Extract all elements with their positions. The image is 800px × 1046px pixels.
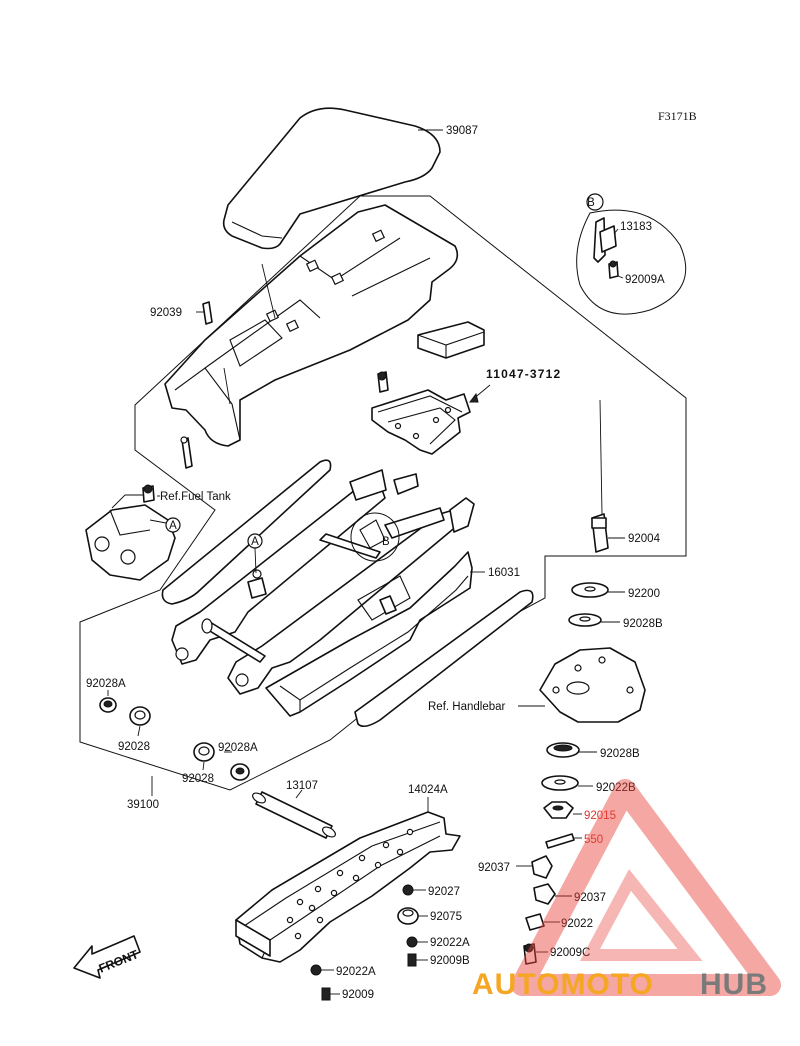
watermark-logo — [511, 779, 781, 996]
label-ref-fuel-tank: Ref.Fuel Tank — [160, 491, 231, 503]
label-92022: 92022 — [561, 918, 593, 930]
bolt-92009 — [321, 987, 340, 1001]
seat-39087 — [222, 107, 443, 250]
figure-code: F3171B — [658, 109, 697, 123]
watermark-text-hub: HUB — [700, 968, 768, 1001]
label-92004: 92004 — [628, 533, 661, 545]
pipe-13107 — [252, 789, 336, 839]
bolt-92009B — [407, 953, 428, 967]
nut-92015 — [543, 801, 582, 819]
label-92075: 92075 — [430, 911, 462, 923]
callout-a-2: A — [251, 536, 259, 548]
label-92022A-1: 92022A — [430, 937, 470, 949]
label-92009B: 92009B — [430, 955, 470, 967]
tray-11047-3712 — [371, 321, 491, 455]
label-92015: 92015 — [584, 810, 616, 822]
washer-92022A-2 — [310, 964, 334, 976]
callout-b-inset: B — [587, 197, 595, 209]
label-550: 550 — [584, 834, 603, 846]
label-39100: 39100 — [127, 799, 159, 811]
label-92039: 92039 — [150, 307, 182, 319]
nut-92027 — [402, 884, 426, 896]
label-92028B-1: 92028B — [623, 618, 663, 630]
label-92028B-2: 92028B — [600, 748, 640, 760]
bushing-92028A-left — [99, 690, 117, 713]
label-11047-3712: 11047-3712 — [486, 367, 561, 381]
bolt-92004 — [591, 399, 625, 553]
label-92027: 92027 — [428, 886, 460, 898]
label-92028-1: 92028 — [118, 741, 150, 753]
washer-92022A-1 — [406, 936, 428, 948]
collar-92028B-2 — [546, 742, 597, 758]
bushing-92028-right — [193, 742, 215, 771]
front-arrow: FRONT — [73, 935, 141, 979]
frame-39100 — [171, 469, 475, 695]
clamp-92037-2 — [533, 883, 572, 905]
washer-92200 — [571, 582, 625, 598]
rivet-92039 — [196, 301, 213, 325]
bolt-92009C — [523, 943, 548, 965]
bushing-92028A-right — [224, 751, 250, 781]
rear-fender — [164, 204, 459, 447]
rivet-lower — [180, 436, 193, 469]
label-92037-1: 92037 — [478, 862, 510, 874]
fuel-tank-bracket — [85, 484, 181, 581]
washer-92022B — [541, 775, 593, 791]
label-92200: 92200 — [628, 588, 660, 600]
handlebar-clamp-plate — [518, 647, 646, 723]
cotter-pin-550 — [545, 833, 582, 849]
bolt-92022 — [525, 913, 560, 931]
label-92009A-top: 92009A — [625, 274, 665, 286]
label-92009C: 92009C — [550, 947, 590, 959]
label-14024A: 14024A — [408, 784, 448, 796]
label-92009: 92009 — [342, 989, 374, 1001]
side-cover-right — [354, 589, 534, 728]
label-92022A-2: 92022A — [336, 966, 376, 978]
label-16031: 16031 — [488, 567, 520, 579]
inset-b — [576, 193, 687, 315]
side-cover-left — [161, 459, 332, 605]
collar-92028B-1 — [568, 613, 620, 627]
label-92022B: 92022B — [596, 782, 636, 794]
label-13107: 13107 — [286, 780, 318, 792]
spacer-92075 — [397, 907, 428, 925]
callout-b-2: B — [382, 536, 390, 548]
channel-16031 — [265, 551, 485, 717]
label-39087: 39087 — [446, 125, 478, 137]
label-92028A-1: 92028A — [86, 678, 126, 690]
watermark-text-auto: AUTOMOTO — [472, 968, 654, 1001]
label-ref-handlebar: Ref. Handlebar — [428, 701, 506, 713]
clamp-92037-1 — [516, 855, 553, 879]
label-92028A-2: 92028A — [218, 742, 258, 754]
skid-plate-14024A — [235, 797, 461, 963]
callout-a-1: A — [169, 520, 177, 532]
bushing-92028-left — [129, 706, 151, 737]
label-92037-2: 92037 — [574, 892, 606, 904]
label-92028-2: 92028 — [182, 773, 214, 785]
label-13183: 13183 — [620, 221, 652, 233]
